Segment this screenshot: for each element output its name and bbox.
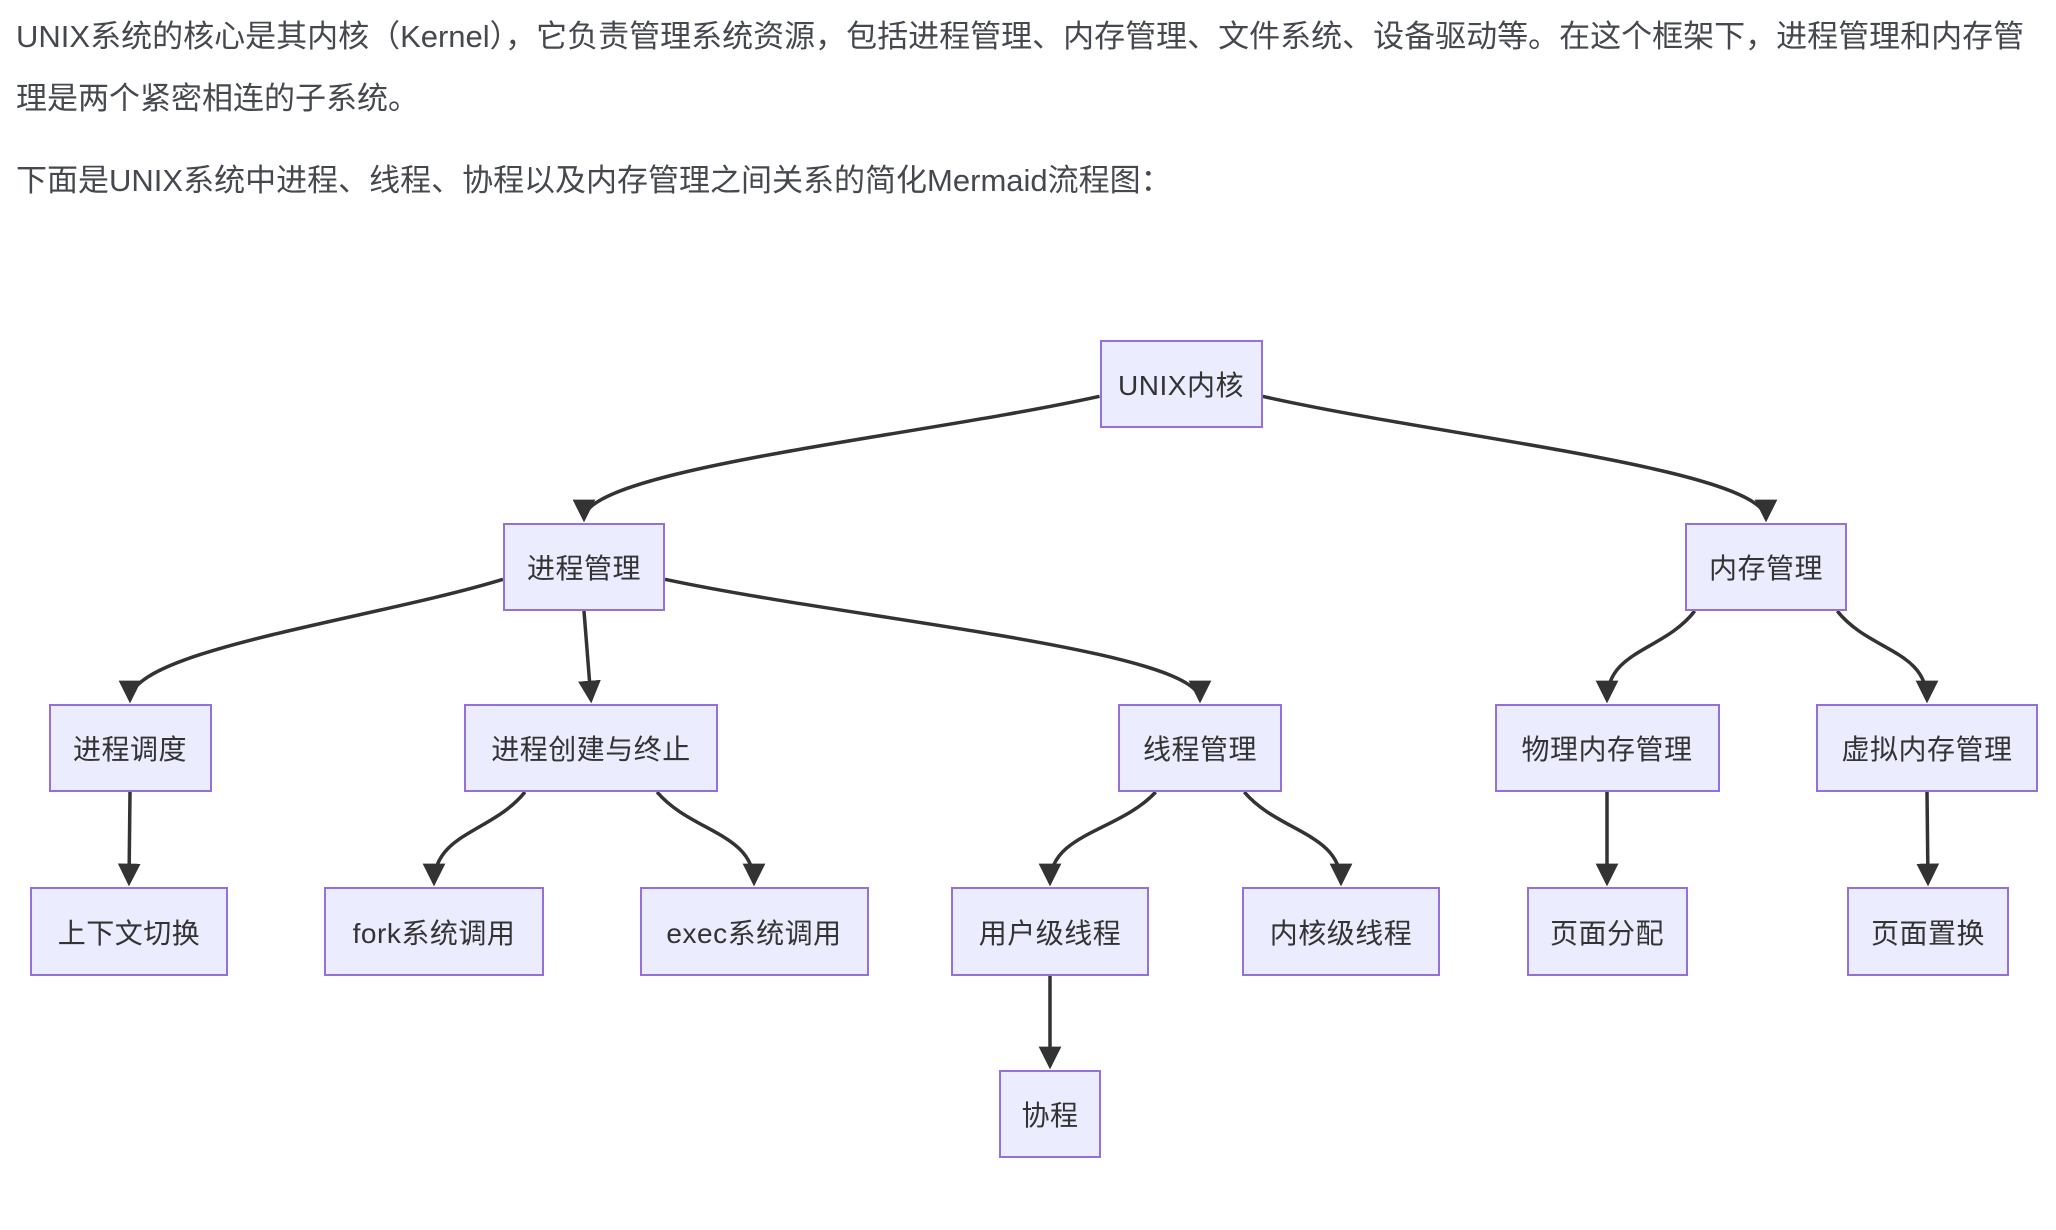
flowchart-node-kernel: UNIX内核: [1099, 340, 1263, 428]
flowchart-node-proc: 进程管理: [503, 523, 665, 611]
flowchart-node-thread: 线程管理: [1118, 704, 1282, 792]
flowchart-node-ctx: 上下文切换: [30, 887, 228, 976]
flowchart-edge-proc-create: [578, 610, 601, 704]
flowchart-node-coro: 协程: [999, 1070, 1101, 1158]
flowchart-node-fork: fork系统调用: [324, 887, 544, 976]
flowchart-node-virt: 虚拟内存管理: [1816, 704, 2038, 792]
flowchart-node-kern: 内核级线程: [1242, 887, 1440, 976]
flowchart-node-phys: 物理内存管理: [1494, 704, 1720, 792]
flowchart-edge-mem-phys: [1595, 609, 1697, 704]
flowchart-edge-kernel-mem: [1262, 394, 1778, 523]
flowchart-node-exec: exec系统调用: [639, 887, 869, 976]
intro-text-block: UNIX系统的核心是其内核（Kernel），它负责管理系统资源，包括进程管理、内…: [0, 0, 2056, 212]
diagram-caption-paragraph: 下面是UNIX系统中进程、线程、协程以及内存管理之间关系的简化Mermaid流程…: [16, 163, 1172, 198]
flowchart-node-create: 进程创建与终止: [464, 704, 718, 792]
flowchart-edge-proc-thread: [664, 577, 1212, 704]
flowchart-edge-thread-user: [1038, 790, 1158, 887]
flowchart-node-palloc: 页面分配: [1526, 887, 1688, 976]
flowchart-edge-virt-prepl: [1916, 791, 1940, 887]
flowchart-edge-sched-ctx: [117, 791, 141, 887]
flowchart-edge-create-exec: [655, 790, 766, 887]
intro-paragraph: UNIX系统的核心是其内核（Kernel），它负责管理系统资源，包括进程管理、内…: [16, 19, 2025, 116]
flowchart-edge-mem-virt: [1835, 609, 1939, 704]
flowchart-node-user: 用户级线程: [951, 887, 1149, 976]
flowchart-node-sched: 进程调度: [48, 704, 212, 792]
flowchart-edge-create-fork: [422, 790, 527, 887]
flowchart-edge-thread-kern: [1242, 790, 1353, 887]
flowchart-edge-kernel-proc: [572, 394, 1100, 523]
flowchart-edge-proc-sched: [118, 577, 504, 704]
flowchart-node-prepl: 页面置换: [1847, 887, 2009, 976]
flowchart-node-mem: 内存管理: [1685, 523, 1847, 611]
